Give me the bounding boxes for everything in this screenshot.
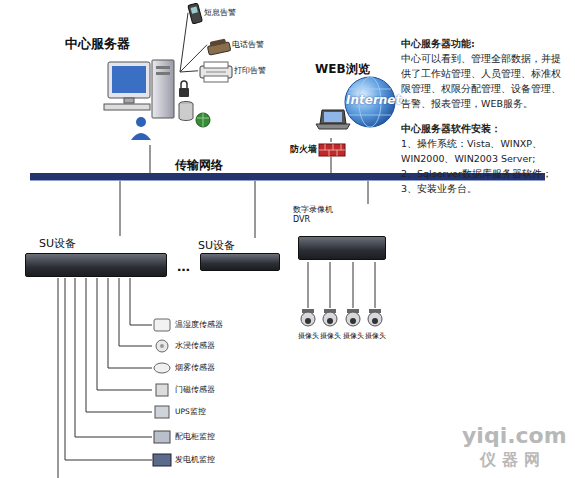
connector	[130, 278, 152, 325]
connector	[86, 278, 152, 412]
note-heading: 中心服务器功能:	[401, 36, 565, 51]
connector	[375, 262, 376, 308]
node-text: 电话告警	[232, 40, 264, 50]
connector	[150, 145, 151, 173]
note-text: 中心可以看到、管理全部数据，并提供了工作站管理、人员管理、标准权限管理、权限分配…	[401, 51, 565, 111]
sensor-node: UPS监控	[152, 405, 208, 419]
connector	[308, 262, 309, 308]
node-text: 短息告警	[204, 8, 236, 18]
firewall-icon	[319, 144, 345, 156]
note-text: 2、Sqlserver数据库服务器软件；	[401, 166, 565, 181]
globe-text: Internet	[346, 93, 401, 109]
firewall-node: 防火墙	[288, 142, 347, 157]
node-text: 配电柜监控	[175, 432, 215, 441]
node-text: 摄像头	[362, 332, 388, 340]
connector	[180, 13, 188, 72]
node-text: 温湿度传感器	[175, 320, 223, 329]
watermark: 仪器网	[480, 450, 546, 471]
notes-panel: 中心服务器功能:中心可以看到、管理全部数据，并提供了工作站管理、人员管理、标准权…	[401, 36, 565, 196]
ellipsis: …	[177, 259, 190, 276]
connector	[120, 180, 121, 236]
server-node: 中心服务器	[62, 33, 180, 145]
sensor-node: 水浸传感器	[152, 339, 217, 353]
connector	[108, 278, 152, 368]
camera-node: 摄像头	[362, 308, 388, 341]
connector	[180, 71, 198, 72]
connector	[97, 278, 152, 390]
connector	[353, 262, 354, 308]
node-text: 防火墙	[290, 144, 317, 155]
connector	[330, 262, 331, 308]
node-text: 中心服务器	[65, 36, 177, 52]
wire	[58, 278, 59, 478]
sensor-node: 烟雾传感器	[152, 361, 217, 375]
node-text: 数字录像机 DVR	[293, 205, 341, 224]
server-icon	[104, 60, 210, 140]
connector	[119, 278, 152, 346]
node-text: 门磁传感器	[175, 385, 215, 394]
sensor-icons	[153, 319, 171, 466]
connector	[180, 45, 207, 72]
dvr-device: 数字录像机 DVR	[290, 204, 390, 262]
note-heading: 中心服务器软件安装：	[401, 121, 565, 136]
alert-node: 打印告警	[198, 64, 268, 78]
sensor-node: 配电柜监控	[152, 430, 217, 444]
node-text: 摄像头	[317, 332, 343, 340]
sensor-node: 温湿度传感器	[152, 318, 225, 332]
node-text: 烟雾传感器	[175, 363, 215, 372]
camera-node: 摄像头	[317, 308, 343, 341]
sensor-node: 发电机监控	[152, 453, 217, 467]
connector	[331, 138, 332, 142]
connector	[368, 180, 369, 204]
watermark: yiqi.com	[462, 422, 567, 451]
node-text: 摄像头	[340, 332, 366, 340]
alert-node: 短息告警	[188, 6, 238, 20]
node-text: SU设备	[39, 237, 153, 250]
su-device: SU设备	[25, 236, 167, 278]
node-text: WEB浏览	[315, 62, 395, 76]
su-device: SU设备	[196, 238, 282, 272]
camera-node: 摄像头	[340, 308, 366, 341]
connector	[331, 157, 332, 174]
device-chassis	[25, 253, 167, 277]
note-text: 3、安装业务台。	[401, 181, 565, 196]
node-text: 摄像头	[295, 332, 321, 340]
node-text: 水浸传感器	[175, 341, 215, 350]
node-text: 打印告警	[234, 66, 266, 76]
note-text: 1、操作系统：Vista、WINXP、WIN2000、WIN2003 Serve…	[401, 136, 565, 166]
node-text: UPS监控	[175, 407, 206, 416]
node-text: SU设备	[198, 239, 280, 252]
sensor-node: 门磁传感器	[152, 383, 217, 397]
connector	[75, 278, 152, 437]
device-chassis	[298, 236, 386, 260]
device-chassis	[200, 253, 280, 271]
camera-node: 摄像头	[295, 308, 321, 341]
alert-node: 电话告警	[207, 38, 266, 52]
connector	[65, 278, 152, 460]
node-text: 发电机监控	[175, 455, 215, 464]
connector	[255, 180, 256, 238]
camera-icons	[301, 309, 382, 326]
